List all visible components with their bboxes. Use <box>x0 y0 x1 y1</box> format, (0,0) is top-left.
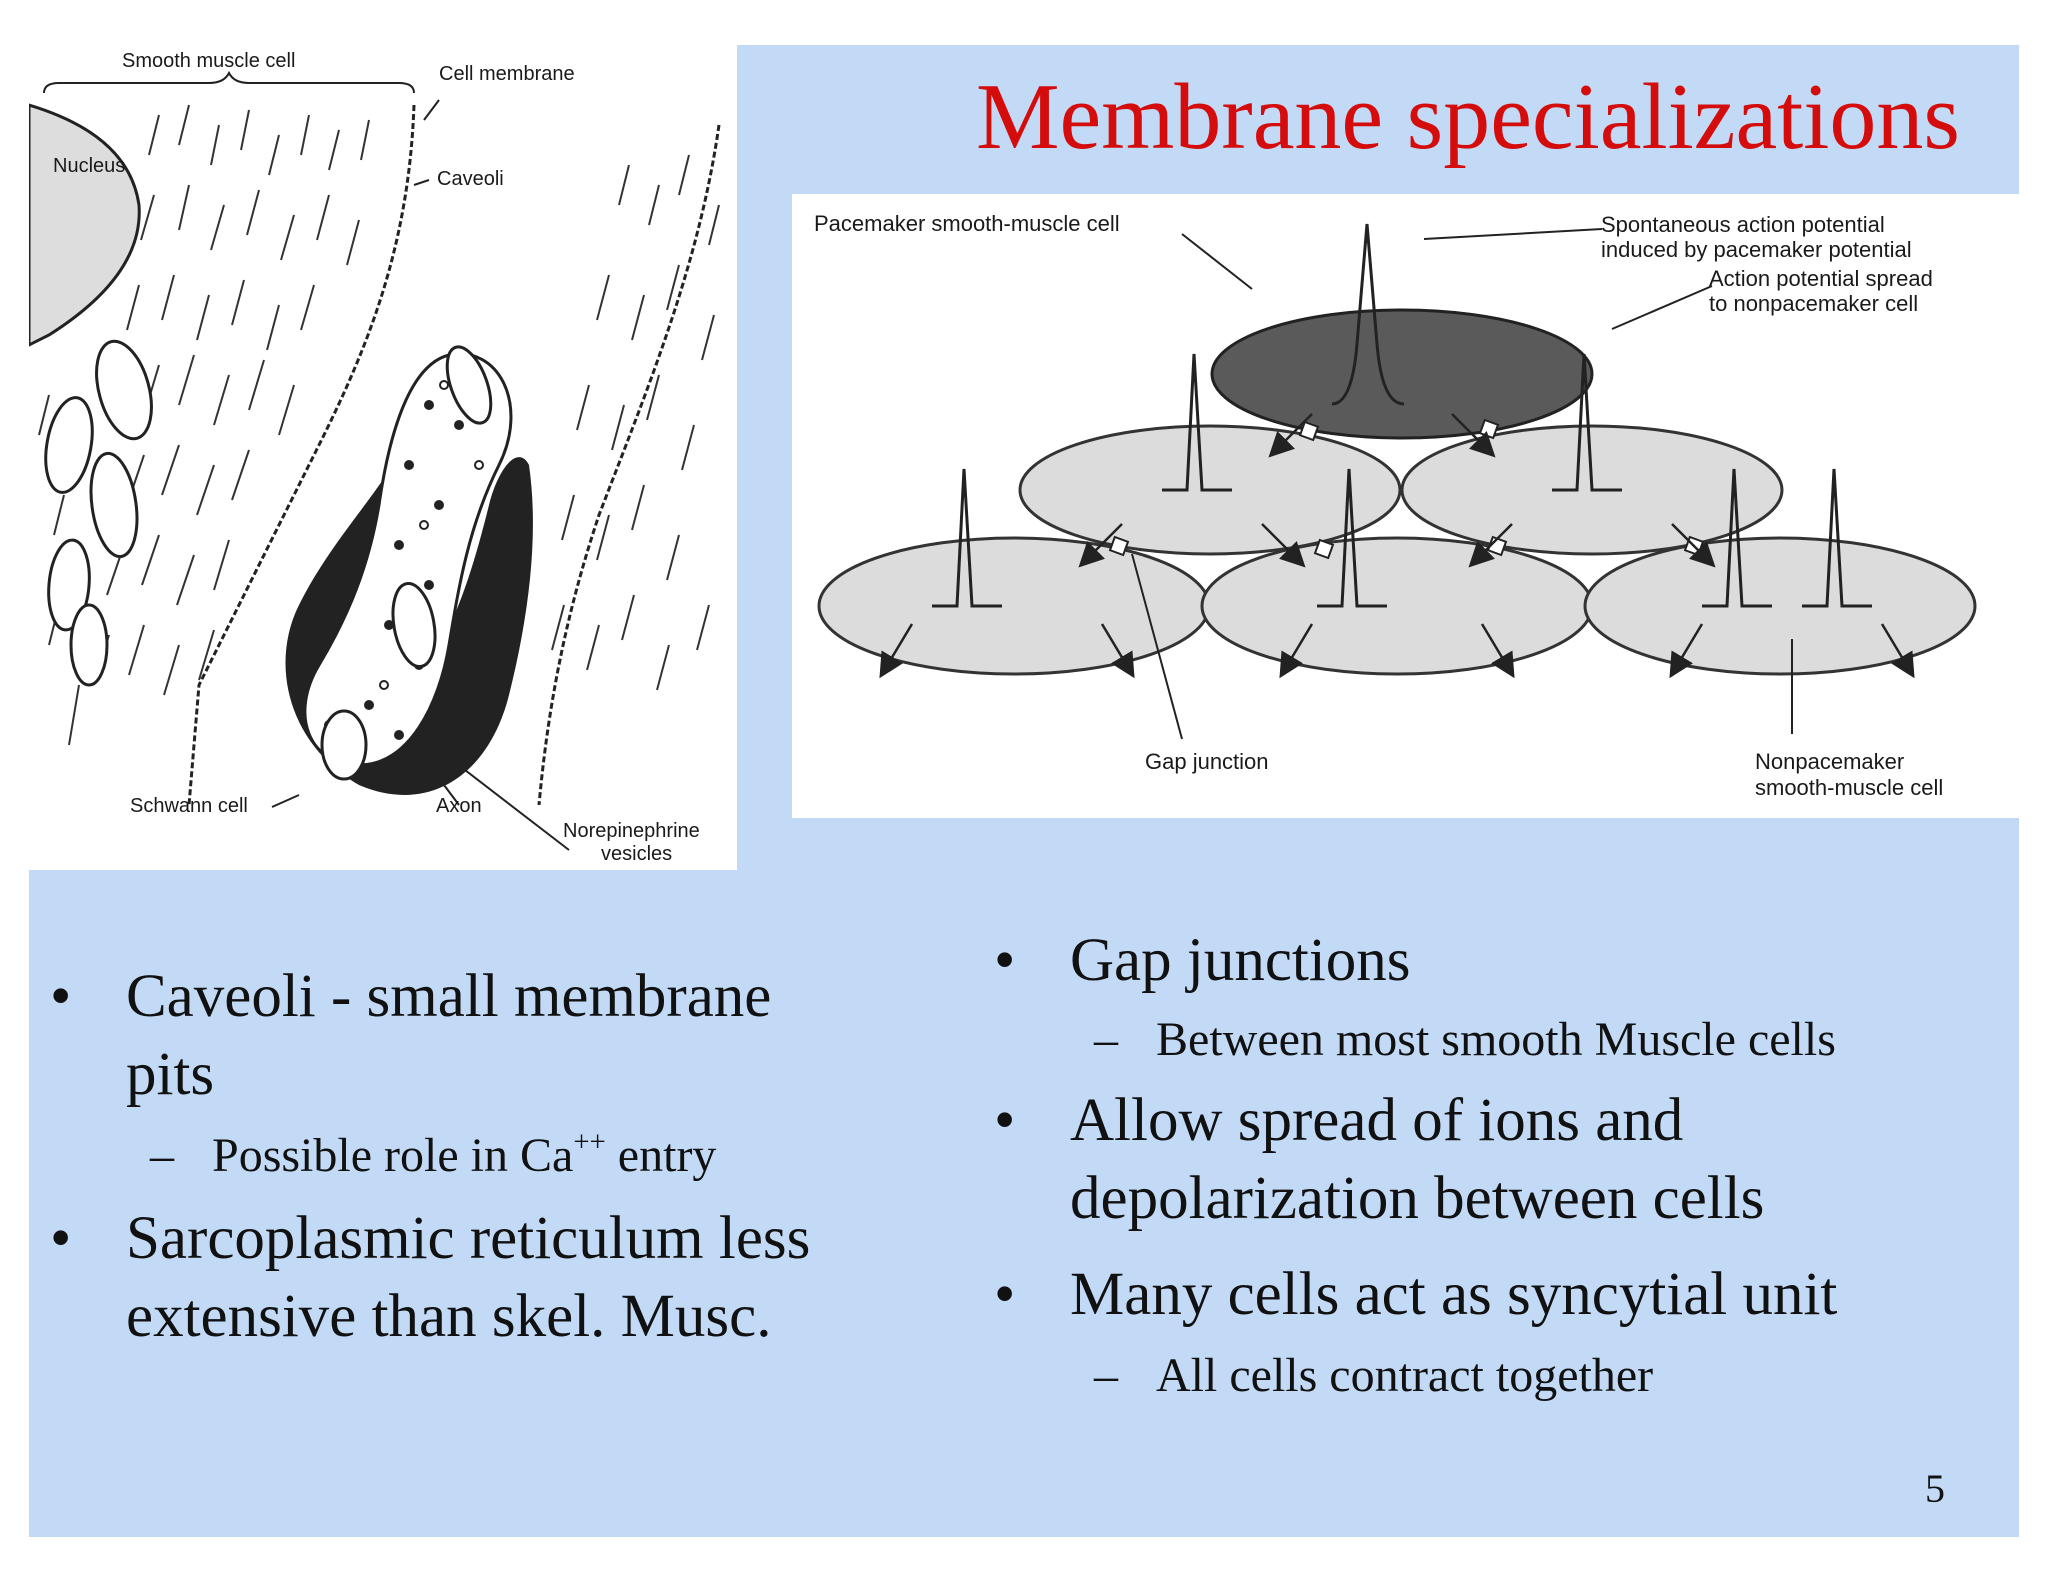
gap-junction-diagram: Pacemaker smooth-muscle cell Spontaneous… <box>792 194 2019 818</box>
label-norepinephrine: Norepinephrine <box>563 820 700 842</box>
bullet-dot: • <box>50 1205 72 1272</box>
sub-bullet-text: Possible role in Ca <box>212 1129 574 1182</box>
smooth-muscle-drawing: Smooth muscle cell Cell membrane Nucleus… <box>27 50 721 865</box>
bullet-text: depolarization between cells <box>1070 1165 1765 1232</box>
label-nucleus: Nucleus <box>53 155 125 177</box>
bullet-text: Gap junctions <box>1070 927 1411 994</box>
label-spontaneous-ap-1: Spontaneous action potential <box>1601 212 1885 237</box>
right-bullet-list: • Gap junctions – Between most smooth Mu… <box>974 922 2014 1406</box>
label-pacemaker-cell: Pacemaker smooth-muscle cell <box>814 211 1120 236</box>
bullet-caveoli: • Caveoli - small membrane pits <box>30 958 910 1114</box>
label-smooth-muscle-cell: Smooth muscle cell <box>122 50 295 72</box>
label-gap-junction: Gap junction <box>1145 749 1269 774</box>
label-vesicles: vesicles <box>601 843 672 865</box>
bullet-dot: • <box>994 1261 1016 1328</box>
bullet-text: Many cells act as syncytial unit <box>1070 1261 1838 1328</box>
bullet-allow-spread: • Allow spread of ions and depolarizatio… <box>974 1082 2014 1238</box>
label-axon: Axon <box>436 795 482 817</box>
bullet-text: pits <box>126 1041 215 1108</box>
bullet-text: extensive than skel. Musc. <box>126 1283 772 1350</box>
sub-bullet-dash: – <box>1094 1349 1118 1402</box>
left-bullet-list: • Caveoli - small membrane pits – Possib… <box>30 958 910 1356</box>
bullet-syncytial-unit: • Many cells act as syncytial unit <box>974 1256 2014 1334</box>
label-spontaneous-ap-2: induced by pacemaker potential <box>1601 237 1912 262</box>
sub-bullet-ca-entry: – Possible role in Ca++ entry <box>30 1126 910 1186</box>
sub-bullet-dash: – <box>150 1129 174 1182</box>
bullet-text: Allow spread of ions and <box>1070 1087 1684 1154</box>
sub-bullet-text: Between most smooth Muscle cells <box>1156 1013 1836 1066</box>
sub-bullet-text: All cells contract together <box>1156 1349 1654 1402</box>
bullet-text: Caveoli - small membrane <box>126 963 772 1030</box>
smooth-muscle-illustration: Smooth muscle cell Cell membrane Nucleus… <box>27 45 737 870</box>
sub-bullet-text-end: entry <box>605 1129 717 1182</box>
sub-bullet-contract-together: – All cells contract together <box>974 1346 2014 1406</box>
label-ap-spread-1: Action potential spread <box>1709 266 1933 291</box>
page-number: 5 <box>1925 1466 1945 1511</box>
label-schwann-cell: Schwann cell <box>130 795 248 817</box>
label-nonpacemaker-2: smooth-muscle cell <box>1755 775 1943 800</box>
gap-junction-drawing: Pacemaker smooth-muscle cell Spontaneous… <box>814 211 1977 800</box>
bullet-text: Sarcoplasmic reticulum less <box>126 1205 811 1272</box>
bullet-dot: • <box>994 1087 1016 1154</box>
sub-bullet-between-cells: – Between most smooth Muscle cells <box>974 1010 2014 1070</box>
sub-bullet-dash: – <box>1094 1013 1118 1066</box>
bullet-dot: • <box>994 927 1016 994</box>
bullet-gap-junctions: • Gap junctions <box>974 922 2014 1000</box>
label-ap-spread-2: to nonpacemaker cell <box>1709 291 1918 316</box>
slide-title: Membrane specializations <box>975 65 1960 169</box>
label-cell-membrane: Cell membrane <box>439 63 575 85</box>
bullet-dot: • <box>50 963 72 1030</box>
label-nonpacemaker-1: Nonpacemaker <box>1755 749 1904 774</box>
label-caveoli: Caveoli <box>437 168 504 190</box>
superscript-plus: ++ <box>573 1125 606 1158</box>
bullet-sarcoplasmic-reticulum: • Sarcoplasmic reticulum less extensive … <box>30 1200 910 1356</box>
